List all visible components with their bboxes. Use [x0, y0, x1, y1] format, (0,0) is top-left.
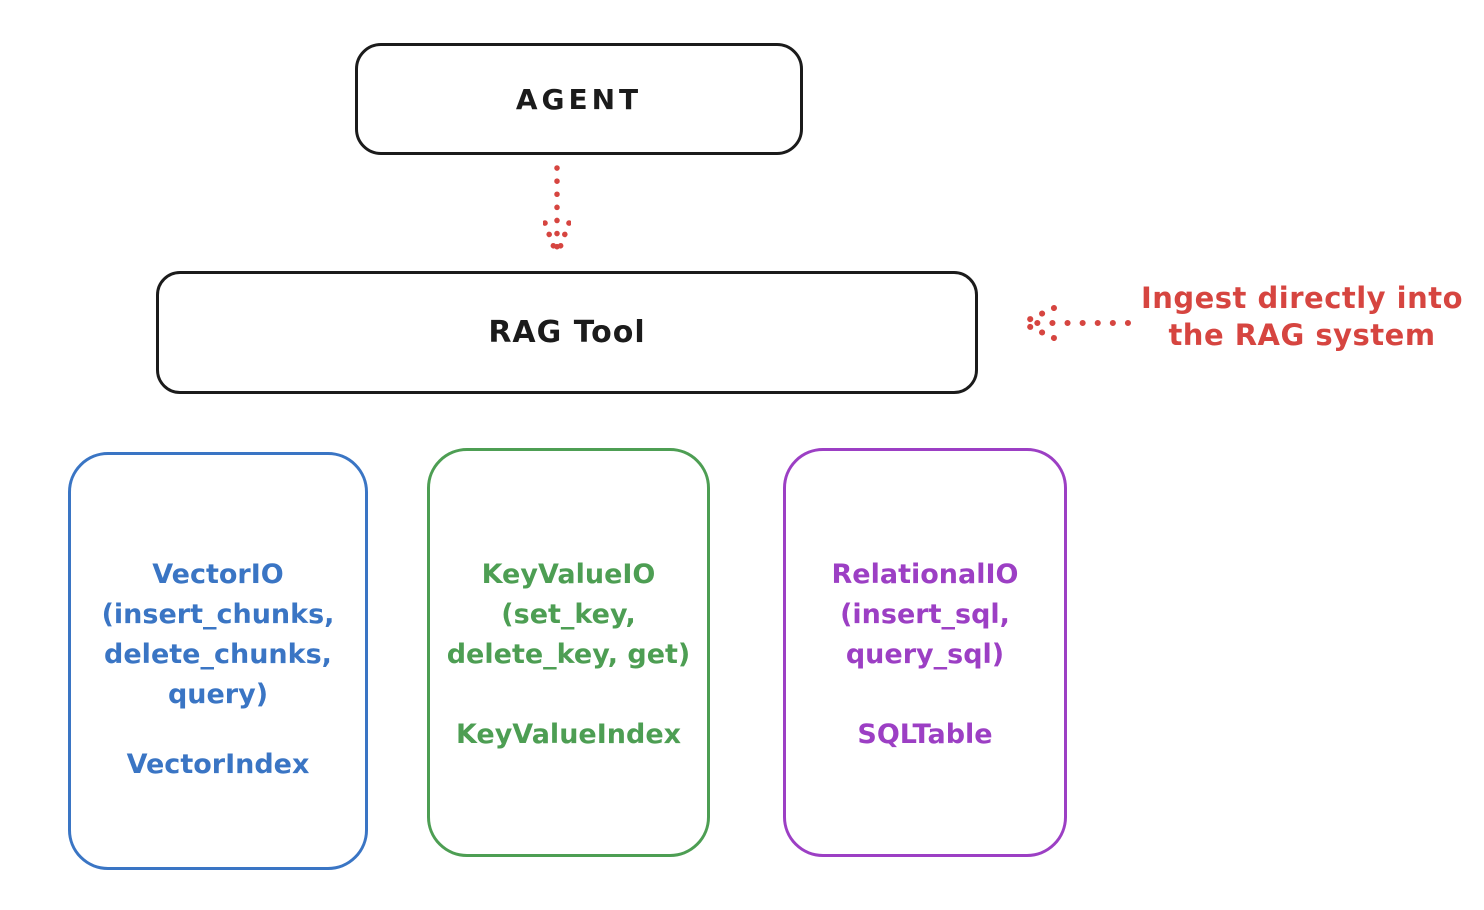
sql-table-label: SQLTable — [857, 719, 993, 750]
agent-label: AGENT — [515, 82, 643, 116]
ingest-annotation: Ingest directly into the RAG system — [1140, 280, 1464, 354]
relational-io-methods-line1: (insert_sql, — [840, 599, 1010, 630]
keyvalue-io-box: KeyValueIO (set_key, delete_key, get) Ke… — [427, 448, 710, 857]
relational-io-title: RelationalIO — [831, 559, 1019, 590]
ingest-annotation-line2: the RAG system — [1168, 318, 1436, 352]
keyvalue-io-methods-line1: (set_key, — [501, 599, 636, 630]
vector-io-methods-line1: (insert_chunks, — [101, 599, 335, 630]
relational-io-box: RelationalIO (insert_sql, query_sql) SQL… — [783, 448, 1067, 857]
keyvalue-io-methods-line2: delete_key, get) — [446, 639, 691, 670]
ingest-arrow-icon — [1021, 305, 1131, 341]
relational-io-methods-line2: query_sql) — [845, 639, 1005, 670]
keyvalue-index-label: KeyValueIndex — [455, 719, 682, 750]
vector-io-box: VectorIO (insert_chunks, delete_chunks, … — [68, 452, 368, 870]
vector-io-title: VectorIO — [152, 559, 284, 590]
arrow-down-icon — [543, 165, 571, 256]
keyvalue-io-title: KeyValueIO — [481, 559, 656, 590]
ingest-annotation-line1: Ingest directly into — [1140, 281, 1464, 315]
rag-tool-box: RAG Tool — [156, 271, 978, 394]
agent-box: AGENT — [355, 43, 803, 155]
rag-tool-label: RAG Tool — [488, 315, 646, 350]
vector-io-methods-line3: query) — [167, 679, 269, 710]
vector-index-label: VectorIndex — [126, 749, 310, 780]
vector-io-methods-line2: delete_chunks, — [104, 639, 332, 670]
